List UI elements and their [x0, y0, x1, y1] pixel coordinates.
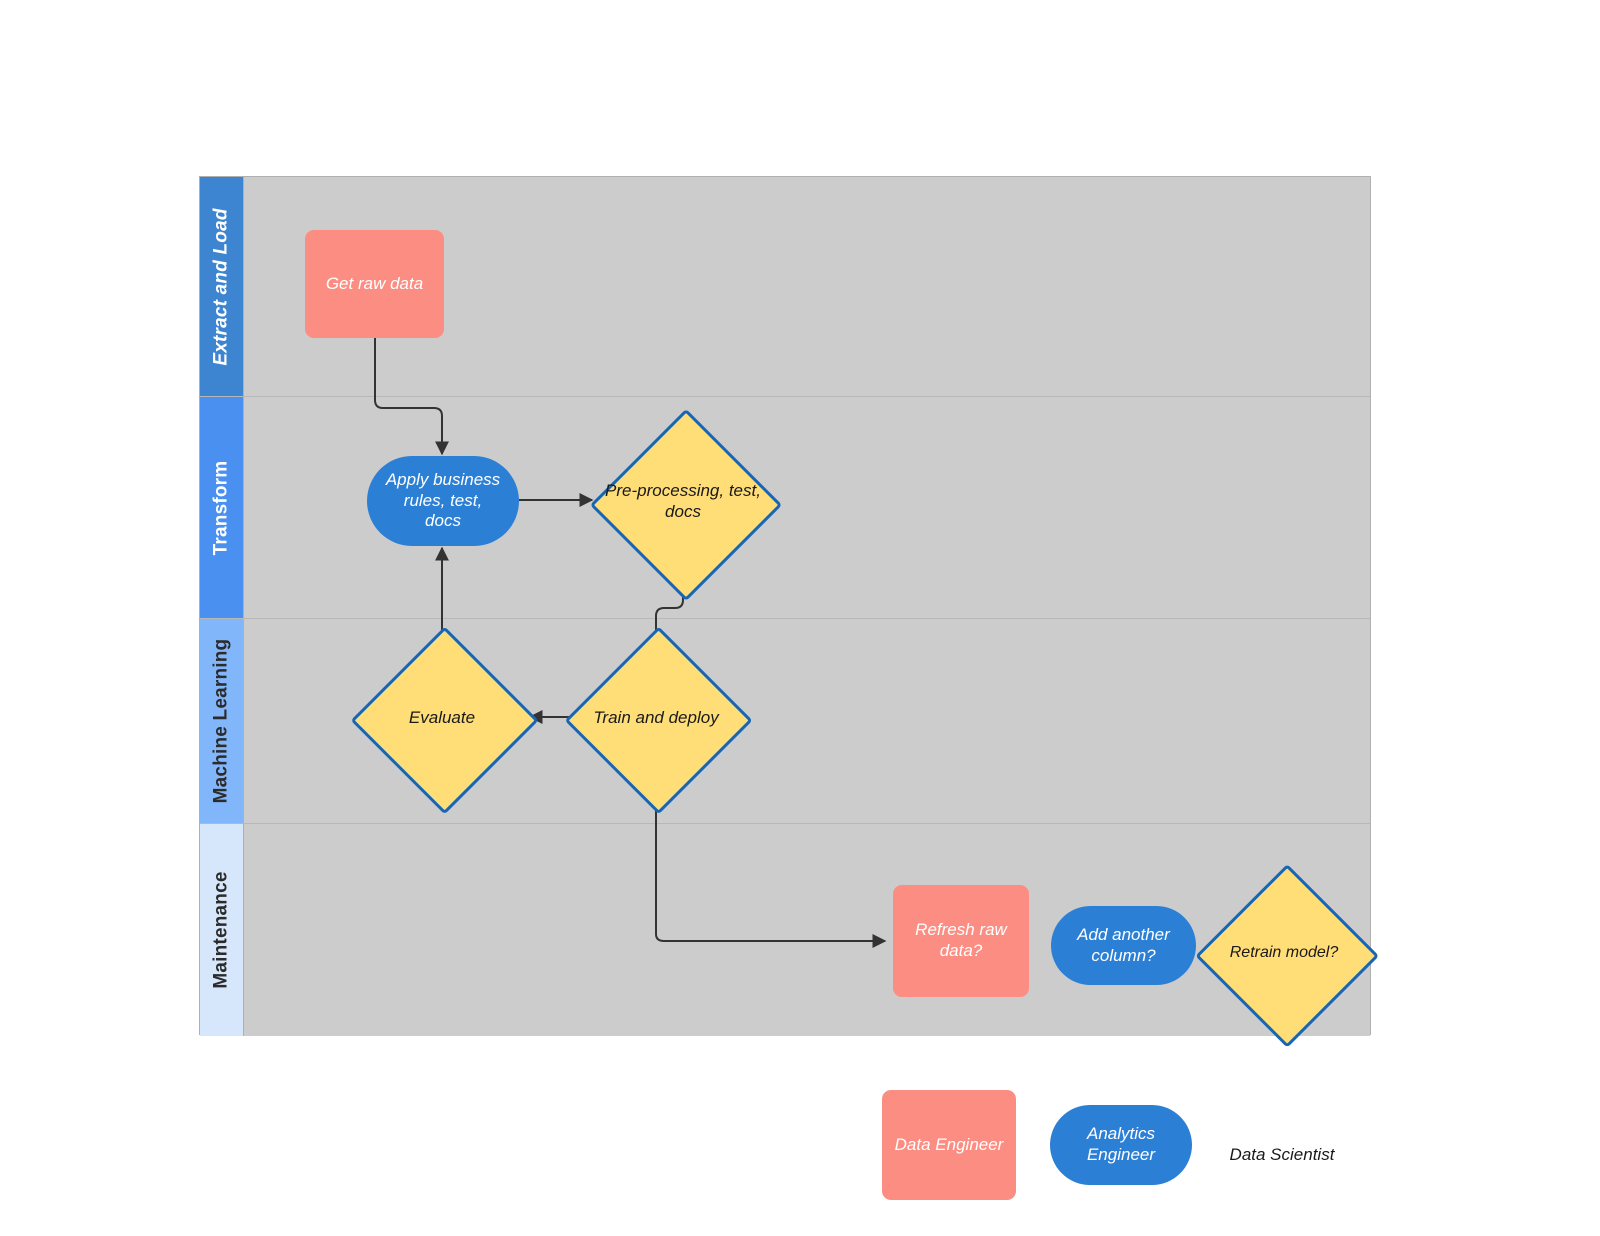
legend-label-analytics-engineer: Analytics Engineer [1086, 1124, 1156, 1164]
node-label-get-raw-data: Get raw data [325, 273, 424, 293]
lane-header-machine-learning: Machine Learning [200, 619, 244, 823]
legend-label-data-engineer: Data Engineer [894, 1134, 1004, 1154]
legend: Data Engineer Analytics Engineer Data Sc… [882, 1063, 1380, 1236]
lane-header-transform: Transform [200, 397, 244, 618]
node-pre-processing[interactable]: Pre-processing, test, docs [589, 408, 783, 602]
legend-label-data-scientist: Data Scientist [1229, 1144, 1335, 1164]
lane-label-transform: Transform [210, 460, 232, 555]
node-label-add-another-column: Add another column? [1077, 924, 1170, 965]
node-apply-business-rules[interactable]: Apply business rules, test, docs [367, 456, 519, 546]
lane-header-extract-and-load: Extract and Load [200, 177, 244, 396]
legend-item-data-scientist: Data Scientist [1190, 1063, 1380, 1236]
lane-label-maintenance: Maintenance [210, 871, 232, 989]
node-evaluate[interactable]: Evaluate [350, 626, 540, 816]
node-refresh-raw-data[interactable]: Refresh raw data? [893, 885, 1029, 997]
legend-item-data-engineer: Data Engineer [882, 1090, 1016, 1200]
node-label-pre-processing: Pre-processing, test, docs [605, 481, 761, 521]
node-label-train-and-deploy: Train and deploy [593, 707, 719, 727]
node-train-and-deploy[interactable]: Train and deploy [564, 626, 754, 816]
lane-label-machine-learning: Machine Learning [210, 638, 232, 804]
lane-header-maintenance: Maintenance [200, 824, 244, 1036]
node-add-another-column[interactable]: Add another column? [1051, 906, 1196, 985]
node-label-evaluate: Evaluate [408, 707, 476, 727]
lane-label-extract-and-load: Extract and Load [210, 207, 232, 366]
node-get-raw-data[interactable]: Get raw data [305, 230, 444, 338]
node-label-apply-business-rules: Apply business rules, test, docs [385, 469, 501, 531]
node-retrain-model[interactable]: Retrain model? [1194, 863, 1380, 1049]
node-label-refresh-raw-data: Refresh raw data? [915, 920, 1007, 960]
node-label-retrain-model: Retrain model? [1229, 944, 1339, 962]
legend-item-analytics-engineer: Analytics Engineer [1050, 1105, 1192, 1185]
